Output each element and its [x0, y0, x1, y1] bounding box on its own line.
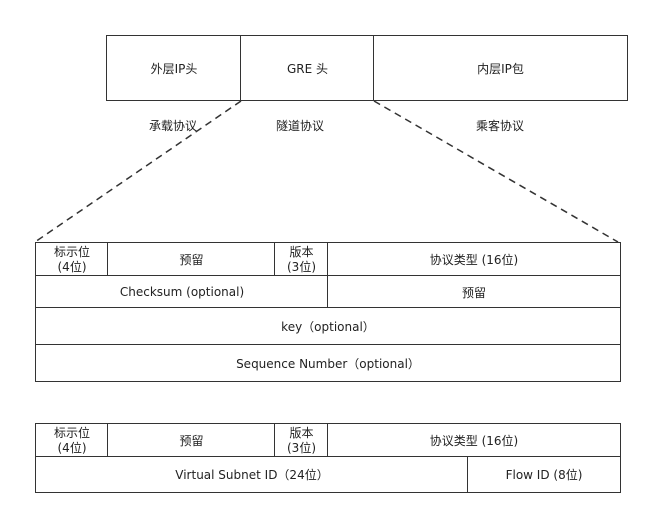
nvgre-protocol-type-field: 协议类型 (16位) [327, 423, 621, 458]
gre-key-label: key（optional） [281, 320, 375, 334]
gre-reserved-label: 预留 [179, 253, 204, 267]
carrier-protocol-label: 承载协议 [148, 119, 197, 133]
gre-sequence-field: Sequence Number（optional） [35, 344, 621, 382]
nvgre-reserved-field: 预留 [107, 423, 276, 458]
outer-ip-header: 外层IP头 [106, 35, 242, 101]
nvgre-flags-field: 标示位(4位) [35, 423, 109, 458]
outer-ip-header-label: 外层IP头 [150, 61, 198, 76]
nvgre-reserved-label: 预留 [179, 434, 204, 448]
gre-version-field: 版本(3位) [274, 242, 329, 277]
gre-key-field: key（optional） [35, 307, 621, 346]
nvgre-flow-id-label: Flow ID (8位) [505, 468, 583, 482]
nvgre-version-label: 版本(3位) [287, 425, 316, 455]
nvgre-version-field: 版本(3位) [274, 423, 329, 458]
inner-ip-packet: 内层IP包 [373, 35, 628, 101]
nvgre-flags-label: 标示位(4位) [53, 425, 90, 455]
gre-header: GRE 头 [240, 35, 375, 101]
gre-header-label: GRE 头 [286, 61, 329, 76]
gre-protocol-type-label: 协议类型 (16位) [429, 253, 519, 267]
gre-checksum-label: Checksum (optional) [119, 285, 245, 299]
gre-flags-field: 标示位(4位) [35, 242, 109, 277]
gre-protocol-type-field: 协议类型 (16位) [327, 242, 621, 277]
inner-ip-packet-label: 内层IP包 [477, 61, 524, 76]
expansion-line-left [34, 100, 242, 243]
gre-reserved-field: 预留 [107, 242, 276, 277]
passenger-protocol-label: 乘客协议 [475, 119, 524, 133]
tunnel-protocol-label: 隧道协议 [275, 119, 324, 133]
gre-version-label: 版本(3位) [287, 244, 316, 274]
nvgre-flow-id-field: Flow ID (8位) [467, 456, 621, 493]
gre-reserved2-label: 预留 [461, 285, 486, 300]
gre-flags-label: 标示位(4位) [53, 244, 90, 274]
gre-reserved2-field: 预留 [327, 275, 621, 309]
gre-checksum-field: Checksum (optional) [35, 275, 329, 309]
nvgre-vsid-field: Virtual Subnet ID（24位） [35, 456, 469, 493]
nvgre-vsid-label: Virtual Subnet ID（24位） [175, 468, 329, 482]
nvgre-protocol-type-label: 协议类型 (16位) [429, 434, 519, 448]
gre-sequence-label: Sequence Number（optional） [236, 356, 420, 371]
expansion-line-right [373, 100, 619, 243]
